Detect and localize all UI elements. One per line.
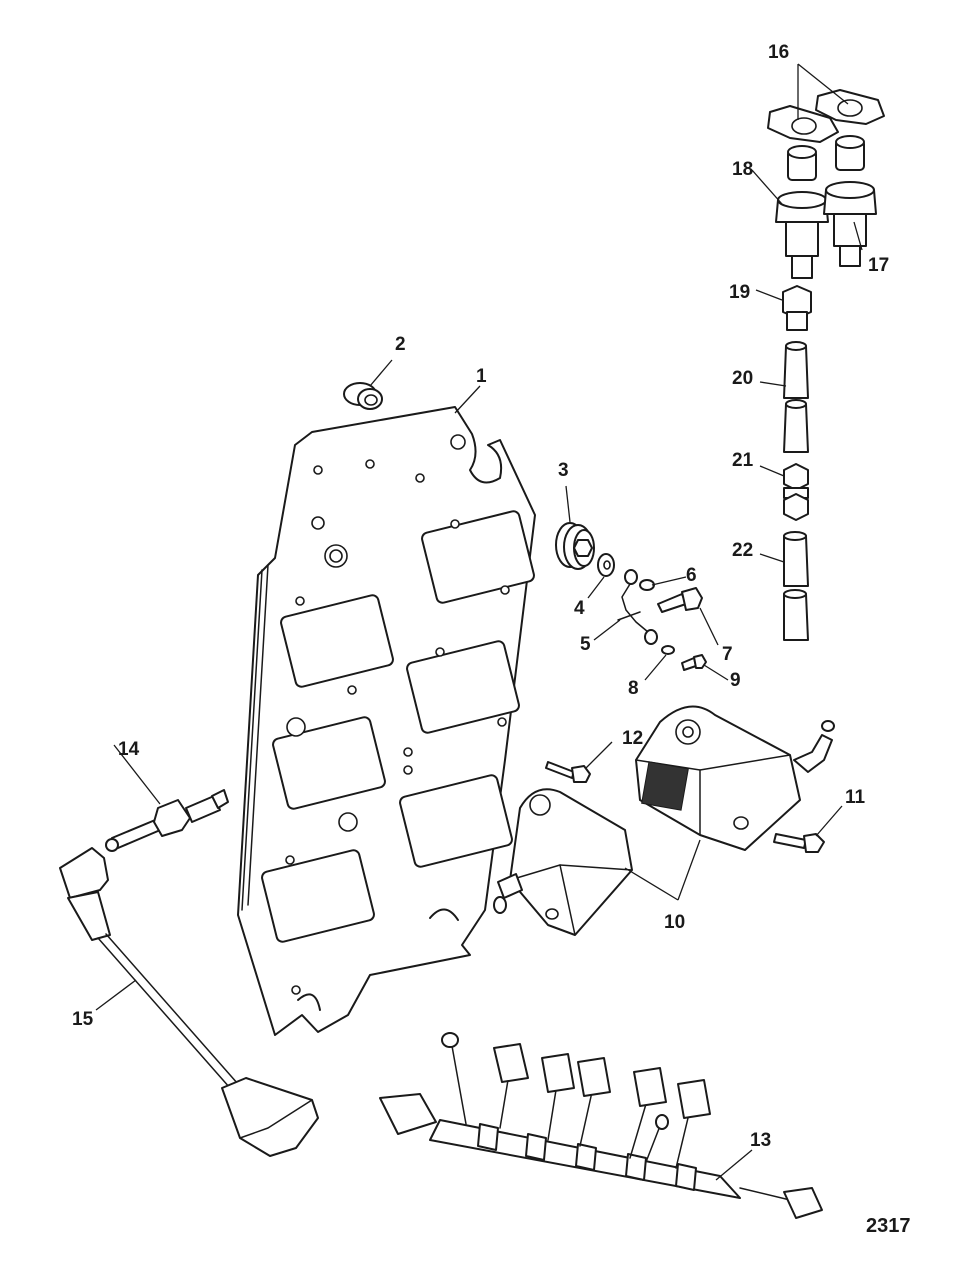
washer-part-8 — [661, 645, 675, 655]
figure-number: 2317 — [866, 1215, 911, 1237]
bolt-part-11 — [773, 833, 825, 853]
callout-17: 17 — [868, 255, 889, 276]
callout-2: 2 — [395, 334, 406, 355]
callout-9: 9 — [730, 670, 741, 691]
callout-6: 6 — [686, 565, 697, 586]
screw-part-7 — [657, 587, 703, 613]
callout-14: 14 — [118, 739, 140, 760]
screw-part-9 — [681, 654, 707, 671]
ignition-coil-left — [493, 788, 633, 936]
callout-5: 5 — [580, 634, 591, 655]
spark-plug — [105, 789, 229, 852]
grommet-part-2 — [343, 382, 383, 410]
sensor-part-18 — [775, 145, 829, 279]
callout-3: 3 — [558, 460, 569, 481]
callout-22: 22 — [732, 540, 753, 561]
washer-part-4 — [597, 553, 615, 577]
mounting-plate — [237, 406, 536, 1036]
callout-20: 20 — [732, 368, 753, 389]
callout-13: 13 — [750, 1130, 771, 1151]
leader-lines — [95, 63, 863, 1181]
fitting-part-19 — [782, 285, 812, 331]
callout-18: 18 — [732, 159, 753, 180]
grommet-part-3 — [555, 522, 595, 570]
callout-11: 11 — [845, 787, 866, 808]
callout-21: 21 — [732, 450, 754, 471]
spark-plug-wire — [59, 847, 319, 1157]
bolt-part-12 — [545, 761, 591, 783]
callout-19: 19 — [729, 282, 750, 303]
hose-part-22 — [783, 531, 809, 641]
callout-7: 7 — [722, 644, 733, 665]
washer-part-6 — [639, 579, 655, 591]
sensor-part-17 — [823, 135, 877, 267]
callout-10: 10 — [664, 912, 685, 933]
connector-part-21 — [783, 463, 809, 521]
callout-labels: 1 2 3 4 5 6 7 8 9 10 11 12 13 14 15 16 1… — [72, 42, 911, 1237]
callout-4: 4 — [574, 598, 585, 619]
callout-15: 15 — [72, 1009, 94, 1030]
hose-part-20 — [783, 341, 809, 453]
ignition-coil-right — [635, 705, 835, 851]
clips-part-16 — [767, 89, 885, 143]
callout-8: 8 — [628, 678, 639, 699]
callout-1: 1 — [476, 366, 487, 387]
callout-12: 12 — [622, 728, 643, 749]
callout-16: 16 — [768, 42, 789, 63]
wire-terminal-part-5 — [617, 569, 658, 645]
wiring-harness — [379, 1032, 823, 1219]
